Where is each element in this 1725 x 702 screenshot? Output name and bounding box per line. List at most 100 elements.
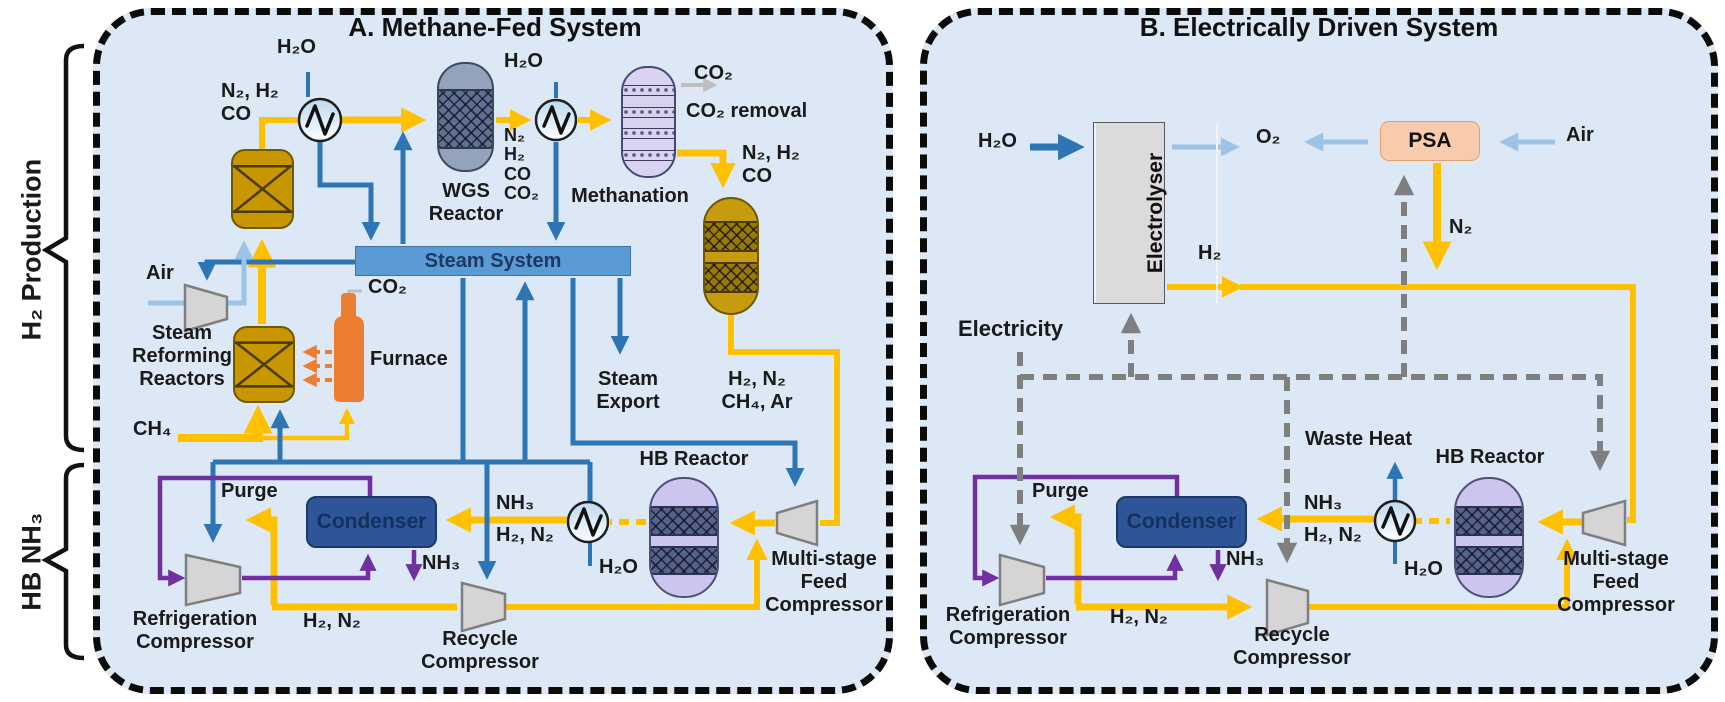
label-co2-removal: CO₂ removal	[686, 100, 808, 122]
hb-reactor-vessel-a	[649, 477, 719, 598]
panel-b-title: B. Electrically Driven System	[1139, 12, 1499, 42]
hb-reactor-vessel-b	[1454, 477, 1524, 598]
furnace-body	[334, 316, 364, 402]
label-purge-b: Purge	[1032, 480, 1089, 502]
label-nh3-stream-b: NH₃	[1304, 492, 1343, 514]
label-h2o-in-b: H₂O	[978, 130, 1017, 152]
vessel-to-multistage-line	[728, 314, 840, 526]
recycle-compressor-a	[460, 581, 507, 633]
label-syngas-in: N₂, H₂ CO	[221, 80, 279, 126]
furnace-heat-arrows	[302, 344, 332, 388]
panel-b-air-oxygen-lines	[1172, 132, 1555, 157]
label-hb-reactor-a: HB Reactor	[639, 448, 749, 470]
methanation-out-arrow	[677, 149, 736, 189]
refrig-to-condenser-arrow	[1046, 553, 1184, 581]
label-co2-methanation: CO₂	[694, 62, 733, 84]
label-hb-reactor-b: HB Reactor	[1435, 446, 1545, 468]
label-h2n2-recycle-b: H₂, N₂	[1110, 606, 1168, 628]
label-steam-reforming: Steam Reforming Reactors	[132, 322, 232, 391]
catalyst-band	[1456, 545, 1522, 576]
label-methanation: Methanation	[571, 185, 689, 207]
panel-a-title: A. Methane-Fed System	[348, 12, 642, 42]
steam-system-label: Steam System	[424, 249, 562, 272]
label-h2n2-stream-a: H₂, N₂	[496, 524, 554, 546]
wgs-reactor-vessel	[437, 62, 494, 172]
ch4-to-furnace-arrow	[262, 407, 356, 441]
condenser-to-refrig-line	[157, 475, 373, 587]
label-n2: N₂	[1449, 216, 1473, 238]
x-pattern	[233, 151, 292, 227]
label-h2o-hx3: H₂O	[599, 556, 638, 578]
label-recycle-a: Recycle Compressor	[421, 628, 539, 674]
electrolyser-core: Electrolyser	[1096, 123, 1216, 303]
label-nh3-product-b: NH₃	[1226, 548, 1265, 570]
label-h2n2-stream-b: H₂, N₂	[1304, 524, 1362, 546]
refrigeration-compressor-a	[184, 553, 242, 607]
label-co2-furnace: CO₂	[368, 276, 407, 298]
axis-brackets	[41, 43, 85, 661]
catalyst-band	[651, 505, 717, 536]
condenser-b-label: Condenser	[1126, 510, 1237, 533]
electrode-plate	[1094, 123, 1096, 303]
psa-label: PSA	[1408, 129, 1452, 152]
heat-exchanger-icon	[534, 98, 578, 142]
recycle-compressor-b	[1265, 578, 1310, 637]
refrigeration-compressor-b	[998, 553, 1046, 607]
label-h2o-hx-b: H₂O	[1404, 558, 1443, 580]
label-refrigeration-a: Refrigeration Compressor	[132, 608, 258, 654]
label-furnace: Furnace	[370, 348, 448, 370]
electricity-bus-arrow	[1020, 374, 1611, 472]
label-h2o-hx1: H₂O	[277, 36, 316, 58]
label-h2o-hx2: H₂O	[504, 50, 543, 72]
air-compressor	[183, 283, 229, 333]
heat-exchangers	[297, 97, 1417, 544]
label-multistage-a: Multi-stage Feed Compressor	[765, 548, 883, 617]
label-ch4: CH₄	[133, 418, 172, 440]
label-h2: H₂	[1198, 242, 1222, 264]
heat-exchanger-icon	[1373, 499, 1417, 543]
methanation-vessel	[621, 66, 676, 178]
hx1-to-steambar-arrow	[317, 142, 381, 241]
condenser-to-refrig-line	[972, 474, 1180, 587]
tray-band	[623, 128, 674, 140]
electrolyser-unit: Electrolyser	[1093, 122, 1219, 304]
catalyst-band	[439, 89, 492, 149]
catalyst-band	[705, 220, 757, 253]
furnace-neck	[341, 293, 356, 319]
heat-exchanger-icon	[566, 500, 610, 544]
tray-band	[623, 106, 674, 118]
label-recycle-b: Recycle Compressor	[1233, 624, 1351, 670]
catalyst-band	[705, 261, 757, 294]
label-refrigeration-b: Refrigeration Compressor	[945, 604, 1071, 650]
electricity-lines	[1009, 174, 1611, 564]
air-to-reformer-arrow	[227, 240, 254, 306]
condenser-b: Condenser	[1116, 496, 1247, 548]
axis-label-h2-production: H₂ Production	[16, 158, 47, 341]
label-electricity: Electricity	[958, 316, 1064, 341]
h2-production-bracket	[41, 43, 85, 453]
tray-band	[623, 85, 674, 97]
label-hb-feed: H₂, N₂ CH₄, Ar	[721, 368, 793, 414]
electrode-plate	[1216, 123, 1219, 303]
label-h2n2-recycle-a: H₂, N₂	[303, 610, 361, 632]
label-purge-a: Purge	[221, 480, 278, 502]
steambar-left-branch-arrow	[197, 259, 357, 281]
axis-label-hb-nh3: HB NH₃	[16, 512, 47, 611]
recycle-to-hb-arrow	[506, 538, 768, 610]
steam-system-bar: Steam System	[355, 246, 631, 276]
x-pattern	[235, 328, 293, 401]
reformer-to-hx1-line	[259, 117, 300, 152]
condenser-a-label: Condenser	[316, 510, 427, 533]
multistage-compressor-b	[1581, 499, 1627, 547]
primary-reformer-vessel	[233, 326, 295, 403]
recycle-to-hb-arrow	[1305, 538, 1578, 610]
label-syngas-out: N₂, H₂ CO	[742, 142, 800, 188]
multistage-compressor-a	[775, 499, 819, 547]
label-multistage-b: Multi-stage Feed Compressor	[1557, 548, 1675, 617]
purge-out-arrow	[245, 507, 278, 605]
heat-exchanger-icon	[297, 97, 343, 143]
label-air-a: Air	[146, 262, 174, 284]
compressors	[183, 283, 1627, 637]
